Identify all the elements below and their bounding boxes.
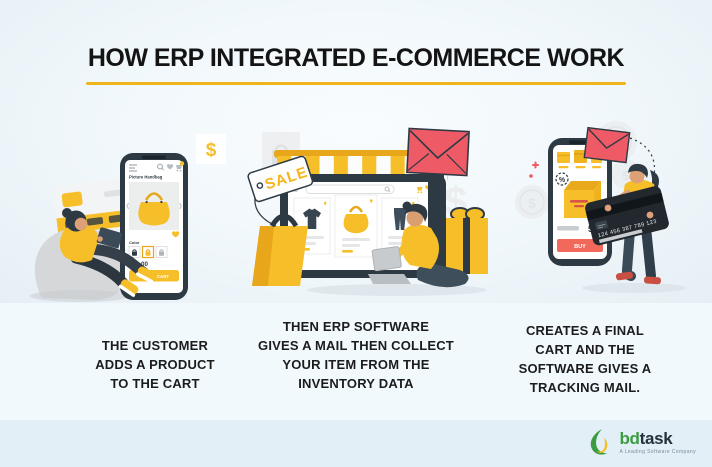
caption-line: SOFTWARE GIVES A bbox=[518, 361, 652, 376]
sale-tag: SALE bbox=[247, 155, 314, 227]
seated-customer bbox=[59, 208, 156, 297]
caption-step-3: CREATES A FINAL CART AND THE SOFTWARE GI… bbox=[478, 321, 692, 397]
caption-line: TO THE CART bbox=[110, 376, 200, 391]
sneaker bbox=[118, 279, 139, 297]
gift-box bbox=[446, 207, 488, 274]
product-card-handbag bbox=[334, 194, 378, 258]
discount-percent-badge: % bbox=[555, 172, 569, 186]
caption-line: THE CUSTOMER bbox=[101, 338, 209, 353]
tablet bbox=[96, 227, 123, 249]
page-title: HOW ERP INTEGRATED E-COMMERCE WORK bbox=[87, 44, 625, 72]
illustration-band: HOW ERP INTEGRATED E-COMMERCE WORK $ bbox=[0, 0, 712, 303]
caption-line: CART AND THE bbox=[535, 342, 635, 357]
seated-erp-operator bbox=[307, 201, 487, 296]
package-icons bbox=[557, 150, 602, 169]
caption-step-2: THEN ERP SOFTWARE GIVES A MAIL THEN COLL… bbox=[244, 317, 468, 393]
mail-envelope-icon bbox=[583, 126, 631, 164]
title-underline bbox=[86, 82, 626, 85]
dollar-icon: $ bbox=[206, 140, 217, 161]
chevron-left-icon bbox=[126, 202, 130, 210]
smartphone: Picture Handbag Color bbox=[120, 153, 188, 300]
caption-line: CREATES A FINAL bbox=[525, 323, 645, 338]
bdtask-logo: bdtask A Leading Software Company bbox=[588, 428, 696, 456]
svg-text:$: $ bbox=[622, 168, 630, 183]
search-icon bbox=[384, 186, 391, 193]
caption-step-1: THE CUSTOMER ADDS A PRODUCT TO THE CART bbox=[30, 336, 280, 393]
buy-button: BUY bbox=[557, 239, 603, 252]
plus-decoration bbox=[529, 161, 539, 178]
svg-text:BUY: BUY bbox=[574, 244, 586, 250]
product-title: Picture Handbag bbox=[129, 175, 163, 180]
svg-text:%: % bbox=[559, 177, 566, 184]
cart-icon bbox=[176, 161, 185, 172]
big-credit-card: 124 456 387 789 123 bbox=[585, 186, 669, 246]
search-icon bbox=[157, 163, 164, 171]
chevron-right-icon bbox=[179, 202, 182, 210]
caption-band: THE CUSTOMER ADDS A PRODUCT TO THE CART … bbox=[0, 303, 712, 420]
shopping-bag bbox=[252, 213, 308, 286]
brand-tagline: A Leading Software Company bbox=[619, 448, 696, 455]
caption-line: GIVES A MAIL THEN COLLECT bbox=[258, 338, 454, 353]
mail-envelope-icon bbox=[406, 127, 470, 177]
favorite-heart-icon bbox=[172, 231, 180, 238]
bdtask-logo-icon bbox=[591, 429, 608, 455]
hand bbox=[646, 211, 654, 219]
hand bbox=[604, 204, 612, 212]
dollar-tag-tile: $ bbox=[196, 134, 226, 164]
svg-text:$: $ bbox=[528, 195, 536, 211]
search-bar bbox=[305, 184, 395, 194]
sneaker bbox=[135, 266, 156, 284]
dotted-path bbox=[629, 137, 656, 177]
illustration-customer-cart: $ bbox=[28, 118, 228, 303]
brand-name-bd: bd bbox=[619, 428, 640, 448]
illustration-erp-store: $ bbox=[232, 118, 504, 303]
caption-line: ADDS A PRODUCT bbox=[95, 357, 215, 372]
laptop bbox=[368, 246, 411, 284]
hamburger-icon bbox=[129, 164, 137, 172]
caption-line: INVENTORY DATA bbox=[298, 376, 414, 391]
illustration-tracking-mail: $ $ $ bbox=[504, 118, 700, 303]
footer-band: bdtask A Leading Software Company bbox=[0, 420, 712, 467]
heart-icon bbox=[167, 164, 173, 170]
caption-line: TRACKING MAIL. bbox=[529, 380, 641, 395]
handbag-icon bbox=[138, 192, 170, 226]
caption-line: THEN ERP SOFTWARE bbox=[282, 319, 430, 334]
brand-name-task: task bbox=[639, 428, 673, 448]
caption-line: YOUR ITEM FROM THE bbox=[282, 357, 430, 372]
color-swatches bbox=[128, 245, 168, 259]
color-label: Color bbox=[129, 240, 140, 245]
